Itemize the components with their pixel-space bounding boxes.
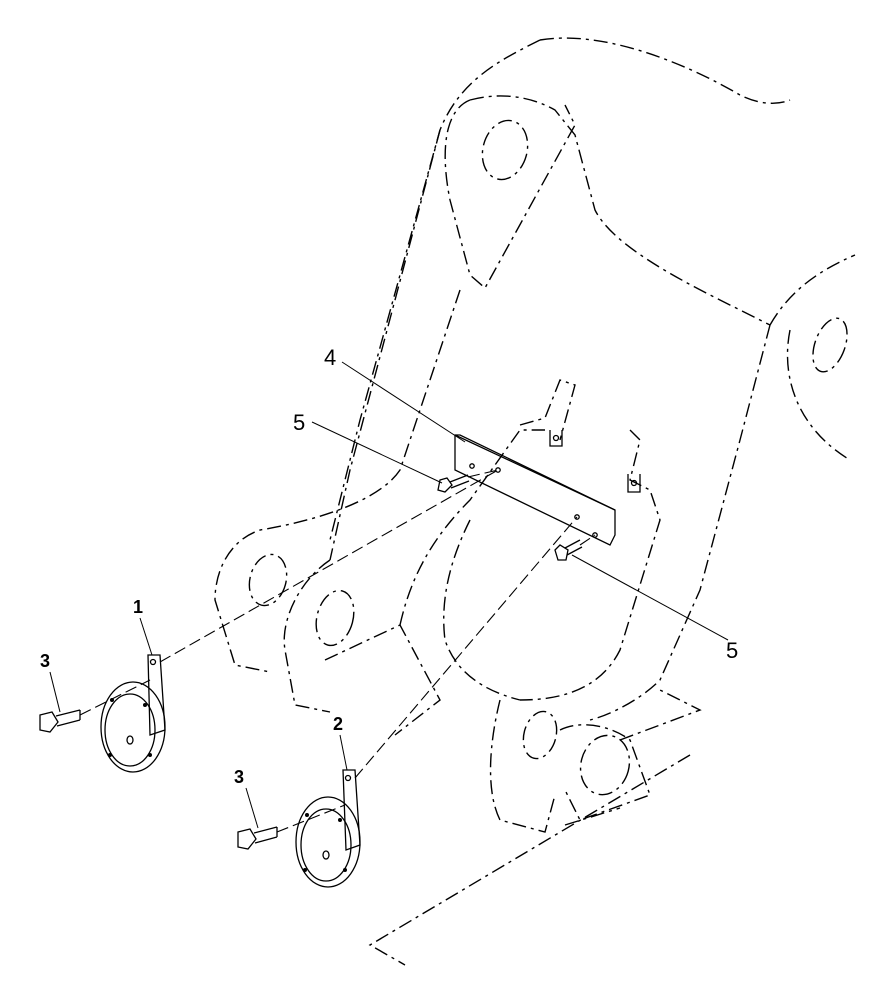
horn-1	[100, 654, 166, 773]
assembly-lines	[79, 469, 596, 833]
horn-2	[295, 769, 361, 888]
bolt-3-lower	[237, 826, 278, 850]
frame-phantom-outline	[214, 37, 856, 966]
horn-bracket	[454, 430, 641, 546]
callout-horn-2: 2	[333, 714, 343, 734]
callout-bolt-5-right: 5	[726, 638, 738, 663]
bolt-5-left	[437, 474, 470, 493]
callout-horn-1: 1	[133, 597, 143, 617]
bolt-3-upper	[39, 709, 81, 733]
bolt-5-right	[554, 539, 583, 561]
leader-lines	[49, 361, 729, 829]
callout-bracket-4: 4	[324, 345, 336, 370]
callout-bolt-5-left: 5	[293, 410, 305, 435]
callout-bolt-3-lower: 3	[234, 767, 244, 787]
callout-bolt-3-upper: 3	[40, 651, 50, 671]
